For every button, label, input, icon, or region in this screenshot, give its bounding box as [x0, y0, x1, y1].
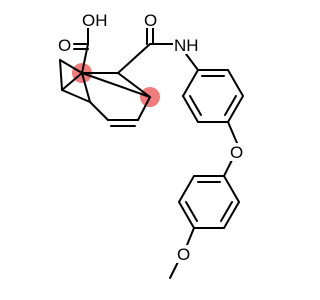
bond-ring2-inner-b [185, 201, 198, 222]
bond-ring2-5 [223, 201, 240, 229]
label-bg-amide-oxygen [143, 10, 158, 28]
bond-ring1-to-ether-o [227, 121, 238, 144]
bond-ring1-inner-c [189, 95, 202, 116]
bond-cage-bridge [81, 72, 151, 98]
label-bg-carboxyl-oxygen [57, 36, 72, 54]
bond-ring2-6 [223, 175, 240, 203]
bond-ring1-3 [227, 95, 244, 123]
bond-ring1-5 [182, 95, 199, 123]
bond-ring2-to-methoxy-o [186, 227, 195, 246]
molecule-structure-diagram: OH O O NH O O [57, 10, 244, 279]
bond-cage-c1-c7 [61, 72, 83, 91]
atom-label-methoxy-oxygen: O [177, 245, 190, 264]
bond-cage-c2-c3 [117, 72, 151, 98]
bond-cage-c3-c4 [137, 96, 151, 121]
bond-ring2-3 [178, 201, 195, 229]
bond-cyclopropane-c8-c7 [59, 59, 63, 91]
bond-ether-o-to-ring2 [223, 159, 233, 177]
bond-n-to-ring1 [185, 53, 199, 71]
bond-ring2-inner-c [220, 201, 233, 222]
atom-label-hydroxyl: OH [82, 11, 108, 30]
label-bg-ether-oxygen [229, 143, 244, 161]
atom-label-ether-oxygen: O [230, 143, 243, 162]
bond-cage-to-amide-c [117, 43, 151, 74]
bond-methoxy-o-to-methyl [169, 261, 179, 279]
bond-cage-c7-c6 [61, 89, 91, 103]
bond-cyclopropane-c8-c1 [59, 59, 83, 74]
label-bg-amide-nh [173, 36, 201, 54]
bond-ring1-6 [182, 69, 199, 97]
atom-label-amide-nh: NH [174, 36, 199, 55]
bond-cage-c6-c1 [81, 72, 91, 103]
bond-ring1-2 [227, 69, 244, 97]
label-bg-methoxy-oxygen [176, 245, 191, 263]
bond-ring2-2 [178, 175, 195, 203]
atom-label-amide-oxygen: O [144, 11, 157, 30]
bond-cage-c5-c6 [89, 101, 109, 121]
bond-ring1-inner-b [224, 95, 237, 116]
atom-label-carboxyl-oxygen: O [58, 36, 71, 55]
label-bg-hydroxyl [81, 10, 105, 28]
